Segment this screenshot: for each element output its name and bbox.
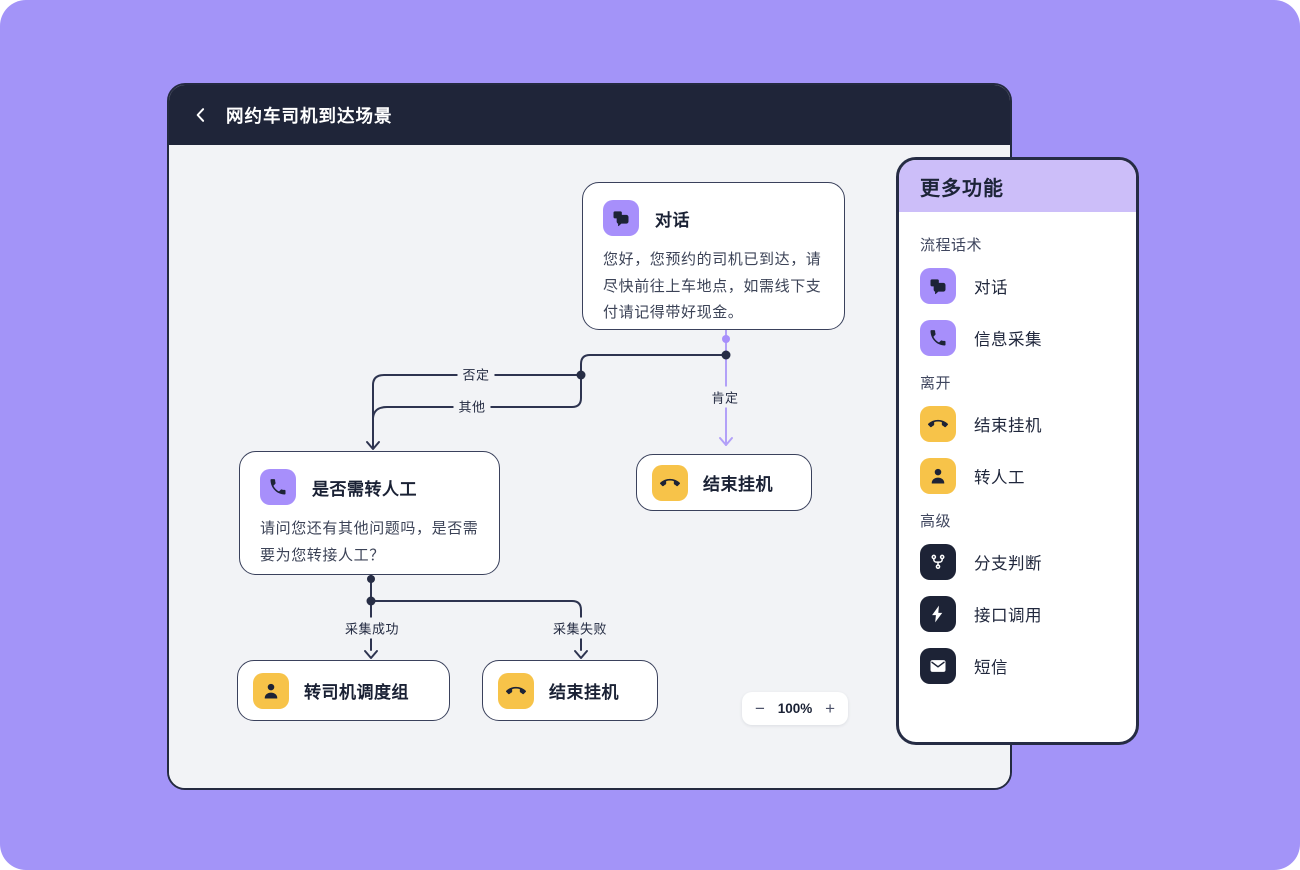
zoom-out-button[interactable]: − <box>755 699 765 718</box>
phone-hangup-icon <box>652 464 688 501</box>
node-script-text: 您好，您预约的司机已到达，请尽快前往上车地点，如需线下支付请记得带好现金。 <box>603 251 822 322</box>
zoom-level: 100% <box>777 701 813 716</box>
panel-item-label: 结束挂机 <box>974 417 1042 435</box>
section-label: 高级 <box>920 513 952 530</box>
flow-canvas[interactable]: 否定 其他 肯定 采集成功 采集失败 对话 您好，您预约的司机已到达，请尽快前往… <box>169 145 1010 788</box>
section-advanced: 高级 分支判断 接口调用 短信 <box>920 510 1115 684</box>
node-dialog[interactable]: 对话 您好，您预约的司机已到达，请尽快前往上车地点，如需线下支付请记得带好现金。 <box>582 182 845 330</box>
section-flow-scripts: 流程话术 对话 信息采集 <box>920 234 1115 356</box>
panel-item-label: 对话 <box>974 279 1008 297</box>
chat-icon <box>603 200 639 236</box>
zoom-control: − 100% + <box>742 692 848 725</box>
panel-item-label: 短信 <box>974 659 1008 677</box>
phone-icon <box>920 320 956 356</box>
edge-label-negative: 否定 <box>457 363 495 385</box>
panel-item-branch[interactable]: 分支判断 <box>920 544 1115 580</box>
panel-item-to-human[interactable]: 转人工 <box>920 458 1115 494</box>
window-header: 网约车司机到达场景 <box>169 85 1010 145</box>
panel-item-info-collect[interactable]: 信息采集 <box>920 320 1115 356</box>
more-functions-panel: 更多功能 流程话术 对话 信息采集 离开 结束挂机 <box>896 157 1139 745</box>
flow-editor-window: 网约车司机到达场景 <box>167 83 1012 790</box>
node-title: 是否需转人工 <box>312 479 417 499</box>
bolt-icon <box>920 596 956 632</box>
panel-item-hangup[interactable]: 结束挂机 <box>920 406 1115 442</box>
section-label: 离开 <box>920 375 952 392</box>
edge-label-other: 其他 <box>453 395 491 417</box>
node-script-text: 请问您还有其他问题吗，是否需要为您转接人工？ <box>260 520 479 564</box>
node-dispatch-group[interactable]: 转司机调度组 <box>237 660 450 721</box>
panel-item-label: 分支判断 <box>974 555 1042 573</box>
node-title: 转司机调度组 <box>304 683 409 702</box>
node-title: 结束挂机 <box>549 683 619 702</box>
phone-hangup-icon <box>498 672 534 709</box>
person-icon <box>253 672 289 709</box>
section-leave: 离开 结束挂机 转人工 <box>920 372 1115 494</box>
edge-label-collect-success: 采集成功 <box>339 617 405 639</box>
edge-label-collect-fail: 采集失败 <box>547 617 613 639</box>
chat-icon <box>920 268 956 304</box>
panel-item-api-call[interactable]: 接口调用 <box>920 596 1115 632</box>
node-title: 对话 <box>655 210 690 230</box>
output-port-dialog[interactable] <box>722 335 730 343</box>
node-hangup-right[interactable]: 结束挂机 <box>636 454 812 511</box>
node-transfer-check[interactable]: 是否需转人工 请问您还有其他问题吗，是否需要为您转接人工？ <box>239 451 500 575</box>
phone-icon <box>260 469 296 505</box>
section-label: 流程话术 <box>920 237 983 254</box>
branch-icon <box>920 544 956 580</box>
phone-hangup-icon <box>920 406 956 442</box>
output-port-transfer-check[interactable] <box>367 575 375 583</box>
node-hangup-bottom[interactable]: 结束挂机 <box>482 660 658 721</box>
edge-label-positive: 肯定 <box>706 386 744 408</box>
node-title: 结束挂机 <box>703 475 773 494</box>
zoom-in-button[interactable]: + <box>825 699 835 718</box>
back-button[interactable] <box>191 105 211 125</box>
panel-item-dialog[interactable]: 对话 <box>920 268 1115 304</box>
person-icon <box>920 458 956 494</box>
panel-title: 更多功能 <box>899 160 1136 212</box>
page-title: 网约车司机到达场景 <box>226 105 393 126</box>
panel-item-sms[interactable]: 短信 <box>920 648 1115 684</box>
panel-item-label: 信息采集 <box>974 331 1042 349</box>
chevron-left-icon <box>191 105 211 125</box>
panel-item-label: 接口调用 <box>974 607 1042 625</box>
panel-item-label: 转人工 <box>974 469 1025 487</box>
mail-icon <box>920 648 956 684</box>
